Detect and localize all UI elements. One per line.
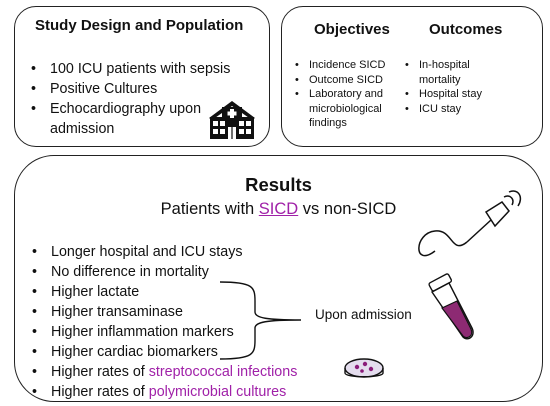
list-item: Higher transaminase xyxy=(29,302,297,322)
list-item-continuation: microbiological xyxy=(294,102,385,117)
test-tube-icon xyxy=(428,273,474,340)
list-item-text: mortality xyxy=(419,73,461,86)
list-item-text: Higher rates of xyxy=(51,364,149,380)
list-item: Higher rates of polymicrobial cultures xyxy=(29,382,297,402)
list-item: Higher inflammation markers xyxy=(29,322,297,342)
list-item: In-hospital xyxy=(404,58,482,73)
list-item-text: Higher rates of xyxy=(51,384,149,400)
list-item: 100 ICU patients with sepsis xyxy=(28,59,230,79)
petri-dish-icon xyxy=(344,358,384,378)
subtitle-suffix: vs non-SICD xyxy=(298,200,397,218)
list-item: ICU stay xyxy=(404,102,482,117)
list-item-text: findings xyxy=(309,117,347,129)
list-item-text: Higher lactate xyxy=(51,284,140,300)
list-item-highlight: streptococcal infections xyxy=(148,364,298,380)
outcomes-title: Outcomes xyxy=(429,21,503,38)
list-item-continuation: admission xyxy=(28,119,230,139)
objectives-outcomes-panel: Objectives Outcomes Incidence SICD Outco… xyxy=(281,6,543,147)
list-item: Outcome SICD xyxy=(294,73,385,88)
study-design-panel: Study Design and Population 100 ICU pati… xyxy=(14,6,270,147)
outcomes-list: In-hospital mortality Hospital stay ICU … xyxy=(404,58,482,116)
list-item: Longer hospital and ICU stays xyxy=(29,242,297,262)
list-item: Higher rates of streptococcal infections xyxy=(29,362,297,382)
upon-admission-label: Upon admission xyxy=(315,307,412,322)
list-item-text: Higher transaminase xyxy=(51,304,183,320)
results-title: Results xyxy=(245,174,312,195)
study-design-list: 100 ICU patients with sepsis Positive Cu… xyxy=(28,59,230,139)
list-item-continuation: mortality xyxy=(404,73,482,88)
list-item-highlight: polymicrobial cultures xyxy=(148,384,287,400)
ultrasound-probe-icon xyxy=(418,190,522,257)
list-item: Hospital stay xyxy=(404,87,482,102)
list-item: No difference in mortality xyxy=(29,262,297,282)
objectives-title: Objectives xyxy=(314,21,390,38)
objectives-list: Incidence SICD Outcome SICD Laboratory a… xyxy=(294,58,385,131)
list-item-text: microbiological xyxy=(309,102,382,115)
list-item: Laboratory and xyxy=(294,87,385,102)
study-design-title: Study Design and Population xyxy=(35,17,244,34)
results-graphics xyxy=(219,190,522,378)
results-panel: Results Patients with SICD vs non-SICD L… xyxy=(14,155,543,402)
results-list: Longer hospital and ICU stays No differe… xyxy=(29,242,297,402)
admission-bracket xyxy=(219,281,302,360)
subtitle-highlight: SICD xyxy=(258,200,299,218)
list-item-text: Longer hospital and ICU stays xyxy=(51,244,243,260)
list-item: Higher lactate xyxy=(29,282,297,302)
hospital-icon xyxy=(209,101,255,139)
list-item-text: No difference in mortality xyxy=(51,264,209,280)
list-item-text: admission xyxy=(50,121,115,137)
list-item: Echocardiography upon xyxy=(28,99,230,119)
list-item: Positive Cultures xyxy=(28,79,230,99)
list-item: Higher cardiac biomarkers xyxy=(29,342,297,362)
list-item-continuation: findings xyxy=(294,116,385,131)
results-subtitle: Patients with SICD vs non-SICD xyxy=(15,200,542,219)
list-item-text: Higher cardiac biomarkers xyxy=(51,344,218,360)
list-item-text: Higher inflammation markers xyxy=(51,324,234,340)
subtitle-prefix: Patients with xyxy=(160,200,259,218)
list-item: Incidence SICD xyxy=(294,58,385,73)
